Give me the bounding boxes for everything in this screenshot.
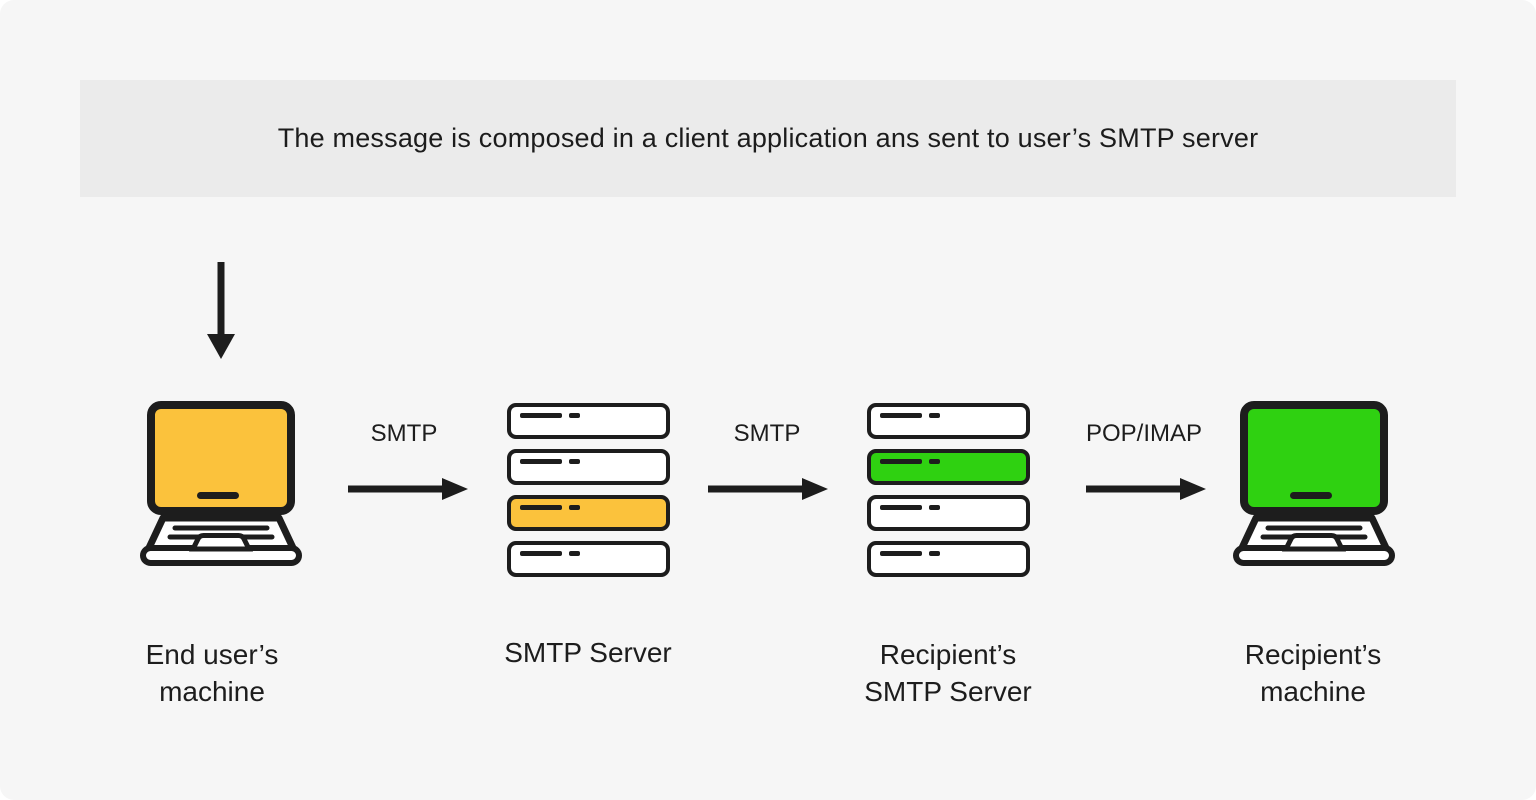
arrow-right-icon xyxy=(708,478,828,500)
server-row-dash xyxy=(520,413,562,418)
protocol-label-smtp-1: SMTP xyxy=(370,420,438,447)
server-row xyxy=(867,541,1030,577)
server-row-dash xyxy=(880,413,922,418)
server-row xyxy=(507,449,670,485)
server-row-dash xyxy=(880,459,922,464)
server-row xyxy=(867,495,1030,531)
server-row-dash xyxy=(929,505,940,510)
server-row-dash xyxy=(520,551,562,556)
server-row xyxy=(507,403,670,439)
node-label-smtp-server: SMTP Server xyxy=(504,637,672,668)
caption-text: The message is composed in a client appl… xyxy=(277,123,1259,153)
server-row xyxy=(867,403,1030,439)
laptop-screen-dash xyxy=(197,492,239,499)
node-label-recipient-smtp-server: Recipient’s SMTP Server xyxy=(864,639,1032,707)
server-row xyxy=(507,541,670,577)
arrow-right-icon xyxy=(1086,478,1206,500)
node-label-recipient-machine: Recipient’s machine xyxy=(1244,639,1382,707)
server-row-dash xyxy=(569,413,580,418)
arrow-right-icon xyxy=(348,478,468,500)
server-stack-smtp xyxy=(507,403,670,587)
server-row-dash xyxy=(929,413,940,418)
server-row-highlighted xyxy=(867,449,1030,485)
arrow-down-icon xyxy=(207,262,235,359)
server-row-dash xyxy=(520,459,562,464)
server-row-dash xyxy=(880,551,922,556)
laptop-screen xyxy=(147,401,295,515)
laptop-icon xyxy=(140,401,302,566)
laptop-screen-dash xyxy=(1290,492,1332,499)
laptop-notch xyxy=(188,533,254,552)
server-stack-recipient xyxy=(867,403,1030,587)
laptop-notch xyxy=(1281,533,1347,552)
server-row-dash xyxy=(929,459,940,464)
protocol-label-smtp-2: SMTP xyxy=(733,420,801,447)
server-row-dash xyxy=(520,505,562,510)
server-row-dash xyxy=(569,505,580,510)
server-row-dash xyxy=(929,551,940,556)
server-row-highlighted xyxy=(507,495,670,531)
server-row-dash xyxy=(569,551,580,556)
node-label-end-user-machine: End user’s machine xyxy=(145,639,279,707)
laptop-screen xyxy=(1240,401,1388,515)
server-row-dash xyxy=(880,505,922,510)
laptop-icon xyxy=(1233,401,1395,566)
protocol-label-pop-imap: POP/IMAP xyxy=(1085,420,1203,447)
server-row-dash xyxy=(569,459,580,464)
caption-banner: The message is composed in a client appl… xyxy=(80,80,1456,197)
